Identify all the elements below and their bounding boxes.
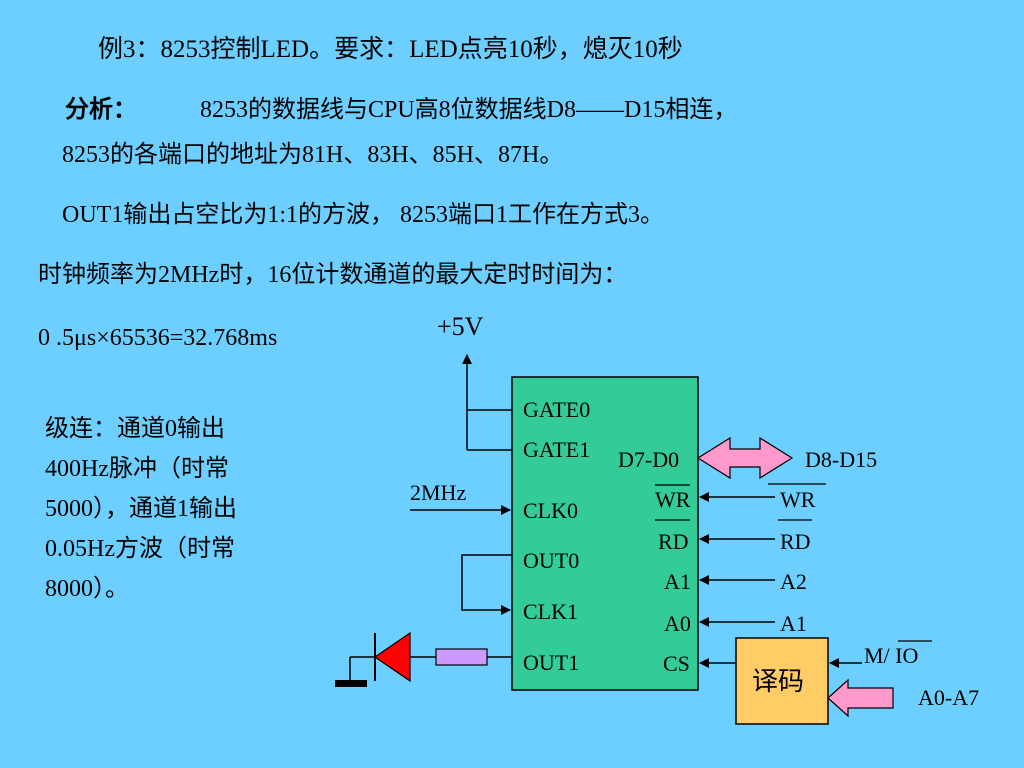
calc-line: 0 .5μs×65536=32.768ms <box>38 325 278 351</box>
resistor <box>435 648 488 666</box>
cascade-line-3: 5000），通道1输出 <box>45 496 237 522</box>
pin-a1: A1 <box>664 569 691 594</box>
cascade-line-4: 0.05Hz方波（时常 <box>45 536 235 562</box>
bus-label-rd: RD <box>780 529 811 554</box>
clock-line: 时钟频率为2MHz时，16位计数通道的最大定时时间为： <box>38 262 628 288</box>
pin-out0: OUT0 <box>523 548 579 573</box>
vcc-label: +5V <box>437 312 484 341</box>
analysis-label: 分析： <box>65 97 137 123</box>
pin-out1: OUT1 <box>523 650 579 675</box>
decoder-mio-label: M/ IO <box>864 643 918 668</box>
decoder-label: 译码 <box>752 667 804 696</box>
pin-clk1: CLK1 <box>523 599 578 624</box>
bus-label-a1: A1 <box>780 611 807 636</box>
analysis-line-2: 8253的各端口的地址为81H、83H、85H、87H。 <box>62 142 564 168</box>
analysis-line-1: 8253的数据线与CPU高8位数据线D8——D15相连， <box>200 97 738 123</box>
decoder-block <box>735 637 829 725</box>
bus-label-wr: WR <box>780 487 816 512</box>
led-diode <box>373 631 411 683</box>
cascade-line-1: 级连：通道0输出 <box>45 416 225 442</box>
bus-label-a2: A2 <box>780 569 807 594</box>
slide-title: 例3：8253控制LED。要求：LED点亮10秒，熄灭10秒 <box>98 36 683 63</box>
pin-gate1: GATE1 <box>523 437 590 462</box>
pin-rd: RD <box>658 529 689 554</box>
ground-symbol <box>335 680 367 687</box>
pin-clk0: CLK0 <box>523 498 578 523</box>
cascade-line-2: 400Hz脉冲（时常 <box>45 456 229 482</box>
bus-label-d8-d15: D8-D15 <box>805 447 877 472</box>
pin-a0: A0 <box>664 611 691 636</box>
out1-line: OUT1输出占空比为1:1的方波， 8253端口1工作在方式3。 <box>62 202 664 228</box>
pin-wr: WR <box>655 487 691 512</box>
chip-8253 <box>511 376 699 691</box>
pin-d7-d0: D7-D0 <box>618 447 679 472</box>
decoder-addr-label: A0-A7 <box>918 685 979 710</box>
clock-input-label: 2MHz <box>410 480 466 505</box>
cascade-line-5: 8000）。 <box>45 576 129 602</box>
addr-bus-arrow <box>827 678 894 718</box>
out0-clk1-wire <box>461 554 512 615</box>
data-bus-arrow <box>696 436 794 480</box>
pin-gate0: GATE0 <box>523 397 590 422</box>
pin-cs: CS <box>663 651 690 676</box>
